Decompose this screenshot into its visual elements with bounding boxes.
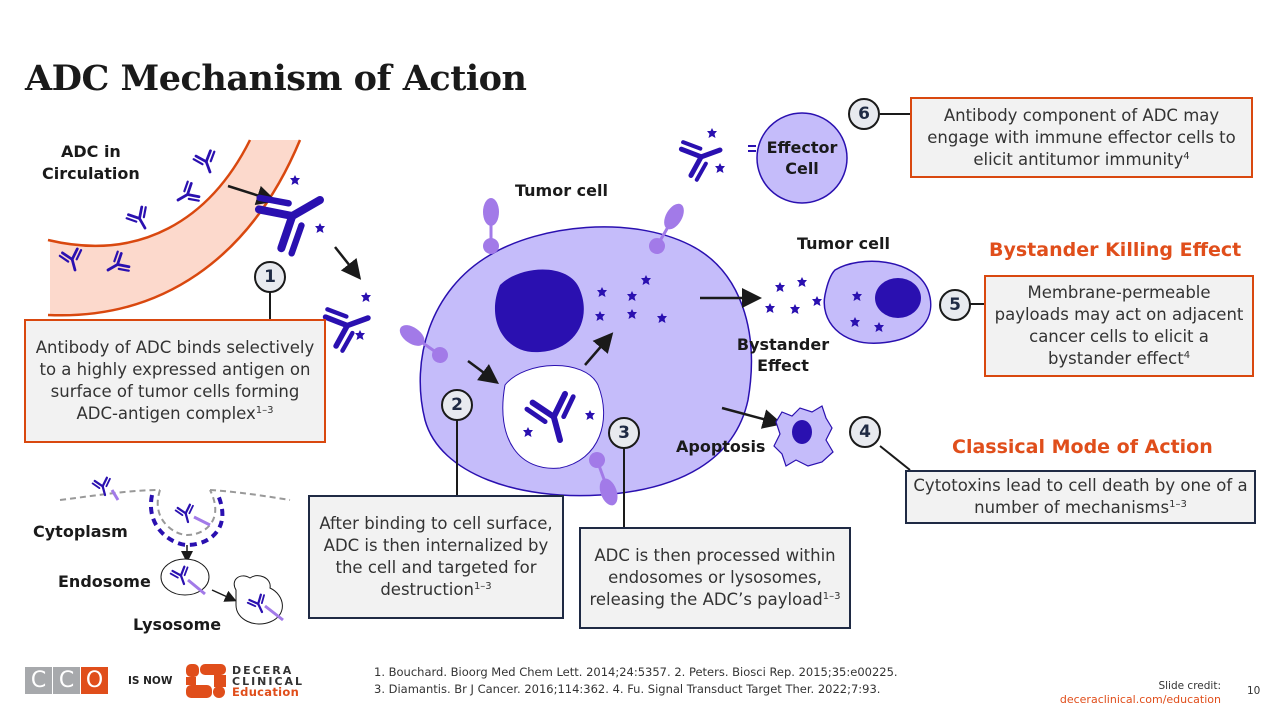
vessel-wall-lower — [47, 139, 302, 317]
arrow-endosome-to-lysosome — [211, 589, 237, 602]
cco-letter-c2: C — [53, 667, 80, 694]
arrow-to-apoptosis — [721, 406, 783, 429]
label-lysosome: Lysosome — [133, 615, 222, 634]
slide-credit-link[interactable]: deceraclinical.com/education — [1059, 693, 1221, 706]
heading-bystander-killing: Bystander Killing Effect — [989, 239, 1242, 261]
cco-logo: C C O — [25, 667, 108, 694]
step-6-marker: 6 — [848, 98, 880, 130]
circulating-adc-2 — [171, 179, 203, 211]
step-5-ref: 4 — [1183, 350, 1191, 361]
step-5-marker: 5 — [939, 289, 971, 321]
step-2-ref: 1–3 — [473, 581, 492, 592]
circulating-adc-3 — [124, 203, 156, 235]
heading-classical-mode: Classical Mode of Action — [952, 436, 1213, 458]
step-6-ref: 4 — [1183, 150, 1190, 162]
step-2-marker: 2 — [441, 389, 473, 421]
blood-vessel — [50, 140, 300, 316]
apoptotic-nucleus — [792, 420, 812, 444]
step-2-description: After binding to cell surface, ADC is th… — [308, 495, 564, 619]
connector-4 — [879, 445, 911, 471]
step-5-description: Membrane-permeable payloads may act on a… — [984, 275, 1254, 377]
endocytic-pit — [156, 489, 217, 537]
step-6-text: Antibody component of ADC may engage wit… — [927, 105, 1236, 169]
bystander-nucleus — [875, 278, 921, 318]
label-tumor-cell-main: Tumor cell — [515, 181, 608, 200]
step-3-text: ADC is then processed within endosomes o… — [589, 546, 836, 609]
label-tumor-cell-bystander: Tumor cell — [797, 234, 890, 253]
page-number: 10 — [1247, 685, 1261, 697]
tumor-nucleus — [494, 269, 584, 353]
brand-line-3: Education — [232, 685, 300, 699]
slide-credit-label: Slide credit: — [1158, 680, 1221, 692]
decera-brand-text: DECERA CLINICAL Education — [232, 665, 304, 698]
label-apoptosis: Apoptosis — [676, 437, 766, 456]
label-effector-cell: Effector Cell — [766, 138, 838, 178]
circulating-adc-1 — [191, 148, 222, 178]
vessel-wall-upper — [47, 139, 252, 248]
step-4-description: Cytotoxins lead to cell death by one of … — [905, 470, 1256, 524]
step-3-ref: 1–3 — [822, 591, 841, 602]
step-5-text: Membrane-permeable payloads may act on a… — [994, 283, 1244, 368]
step-1-marker: 1 — [254, 261, 286, 293]
step-3-marker: 3 — [608, 417, 640, 449]
references-line-1: 1. Bouchard. Bioorg Med Chem Lett. 2014;… — [374, 665, 898, 679]
slide-title: ADC Mechanism of Action — [25, 58, 527, 99]
step-3-description: ADC is then processed within endosomes o… — [579, 527, 851, 629]
is-now-text: IS NOW — [128, 675, 173, 687]
step-4-text: Cytotoxins lead to cell death by one of … — [913, 476, 1248, 517]
arrow-into-endosome — [467, 359, 500, 384]
decera-logo-icon — [186, 664, 226, 698]
step-2-text: After binding to cell surface, ADC is th… — [319, 514, 553, 599]
label-endosome: Endosome — [58, 572, 151, 591]
arrow-payload-release — [584, 332, 614, 366]
membrane-right — [209, 489, 291, 501]
brand-line-2: CLINICAL — [232, 675, 305, 688]
references-line-2: 3. Diamantis. Br J Cancer. 2016;114:362.… — [374, 682, 881, 696]
step-1-text: Antibody of ADC binds selectively to a h… — [35, 338, 315, 423]
step-6-description: Antibody component of ADC may engage wit… — [910, 97, 1253, 178]
cco-letter-c1: C — [25, 667, 52, 694]
brand-line-1: DECERA — [232, 664, 294, 677]
step-4-marker: 4 — [849, 416, 881, 448]
membrane-left — [59, 489, 161, 501]
step-1-ref: 1–3 — [255, 405, 274, 416]
references: 1. Bouchard. Bioorg Med Chem Lett. 2014;… — [374, 664, 898, 698]
slide-credit: Slide credit: deceraclinical.com/educati… — [1060, 680, 1221, 706]
arrow-adc-to-binding — [334, 246, 362, 280]
cco-letter-o: O — [81, 667, 108, 694]
step-1-description: Antibody of ADC binds selectively to a h… — [24, 319, 326, 443]
effector-cell — [756, 112, 848, 204]
step-4-ref: 1–3 — [1169, 499, 1187, 510]
clathrin-coat — [148, 494, 225, 548]
label-cytoplasm: Cytoplasm — [33, 522, 128, 541]
label-adc-in-circulation: ADC in Circulation — [42, 142, 140, 183]
effector-adc — [679, 131, 727, 181]
binding-adc — [323, 297, 375, 352]
label-bystander-effect: Bystander Effect — [736, 335, 830, 375]
